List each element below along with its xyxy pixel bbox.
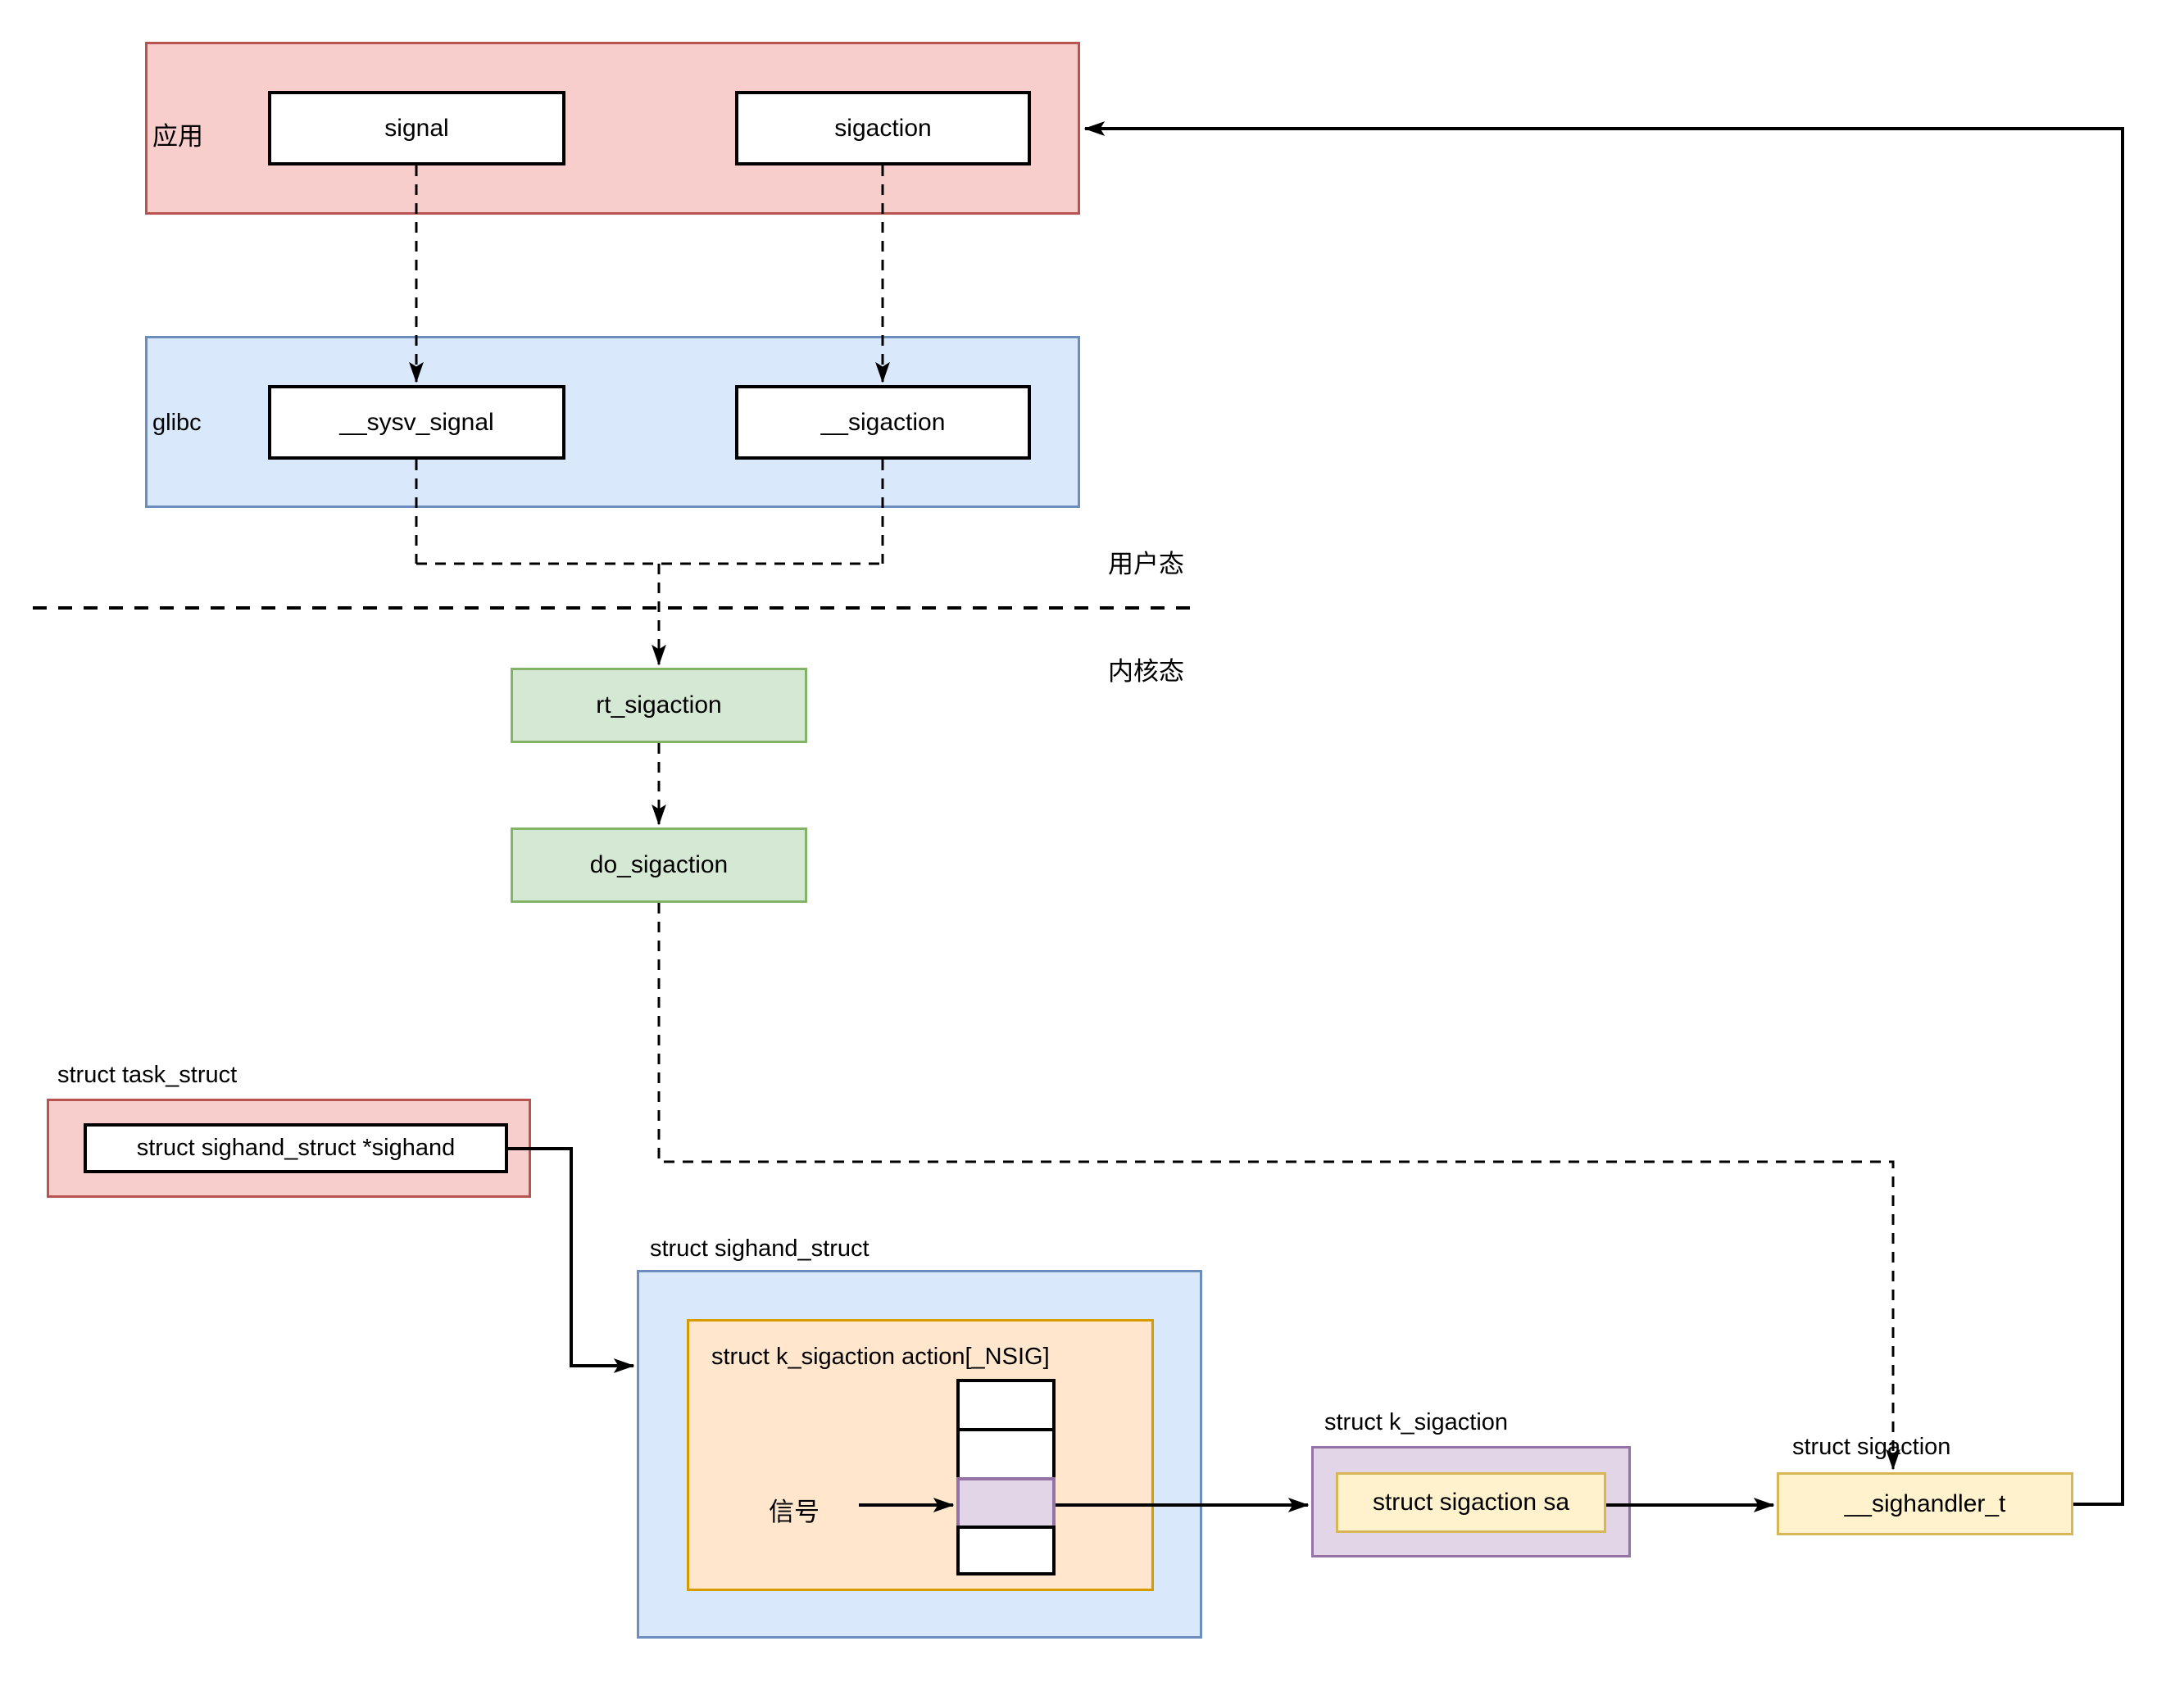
array-cell [956,1428,1056,1480]
sigaction-box: sigaction [735,91,1031,165]
glibc-layer-label: glibc [152,410,202,436]
array-cell [956,1526,1056,1575]
user-mode-label: 用户态 [1108,550,1184,578]
sigaction-sa-label: struct sigaction sa [1372,1489,1570,1516]
sigaction-struct-title: struct sigaction [1792,1434,1951,1460]
sighand-struct-title: struct sighand_struct [650,1235,870,1262]
rt-sigaction-label: rt_sigaction [596,691,722,719]
array-cell-highlighted [956,1477,1056,1529]
sigaction-box-label: sigaction [834,114,932,142]
do-sigaction-label: do_sigaction [589,851,729,878]
task-struct-title: struct task_struct [57,1062,238,1088]
sighandler-t-label: __sighandler_t [1844,1489,2006,1517]
do-sigaction-box: do_sigaction [511,827,807,903]
signal-annotation-label: 信号 [769,1498,820,1526]
sighand-pointer-label: struct sighand_struct *sighand [136,1135,456,1161]
sighand-pointer-box: struct sighand_struct *sighand [84,1123,508,1173]
glibc-sigaction-box: __sigaction [735,385,1031,460]
array-cell [956,1379,1056,1431]
k-sigaction-array-title: struct k_sigaction action[_NSIG] [711,1344,1050,1370]
kernel-mode-label: 内核态 [1108,657,1184,686]
rt-sigaction-box: rt_sigaction [511,668,807,743]
sysv-signal-box-label: __sysv_signal [339,408,494,436]
k-sigaction-title: struct k_sigaction [1324,1409,1509,1435]
signal-box-label: signal [384,114,449,142]
sigaction-sa-box: struct sigaction sa [1336,1472,1606,1533]
signal-box: signal [268,91,565,165]
sysv-signal-box: __sysv_signal [268,385,565,460]
app-layer-label: 应用 [152,122,203,151]
glibc-sigaction-box-label: __sigaction [820,408,946,436]
sighandler-t-box: __sighandler_t [1777,1472,2073,1535]
arrow-sighandler-to-app-sigaction [1085,129,2124,1506]
